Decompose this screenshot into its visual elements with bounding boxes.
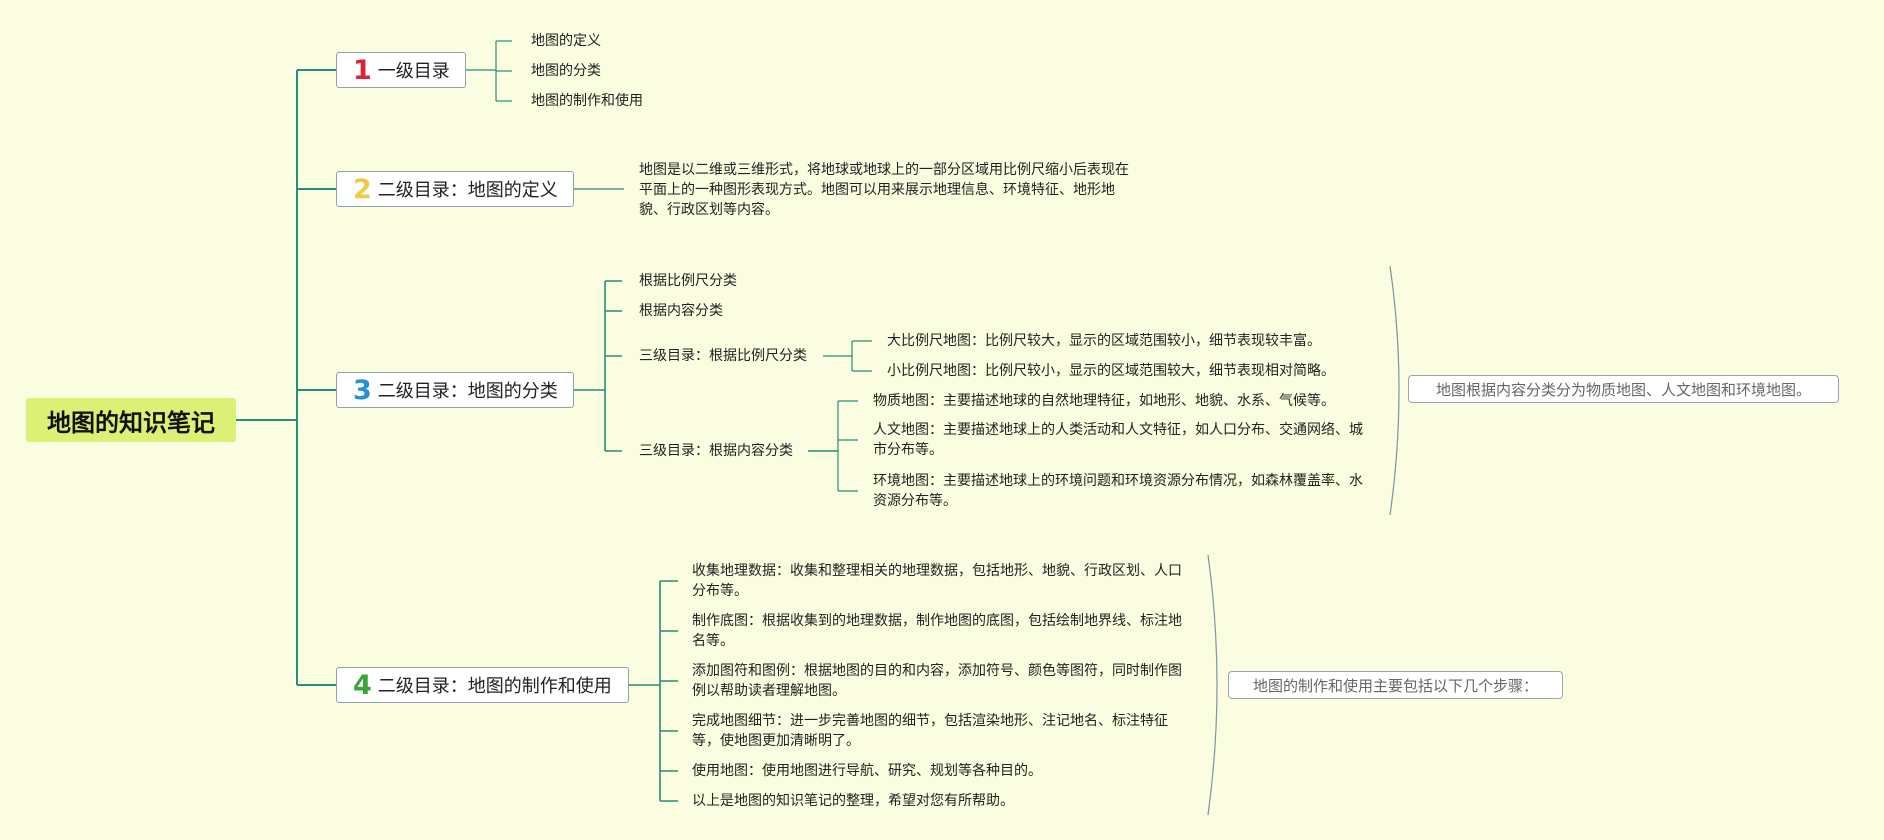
leaf-3-3[interactable]: 三级目录：根据比例尺分类 [639, 348, 807, 364]
leaf-4-2[interactable]: 制作底图：根据收集到的地理数据，制作地图的底图，包括绘制地界线、标注地名等。 [692, 613, 1182, 649]
leaf-3-4[interactable]: 三级目录：根据内容分类 [639, 443, 793, 459]
branch-1-number: 1 [353, 54, 372, 86]
branch-2-number: 2 [353, 173, 372, 205]
leaf-4-5[interactable]: 使用地图：使用地图进行导航、研究、规划等各种目的。 [692, 763, 1042, 779]
leaf-3-3-1[interactable]: 大比例尺地图：比例尺较大，显示的区域范围较小，细节表现较丰富。 [887, 333, 1321, 349]
leaf-3-3-2[interactable]: 小比例尺地图：比例尺较小，显示的区域范围较大，细节表现相对简略。 [887, 363, 1335, 379]
leaf-4-1[interactable]: 收集地理数据：收集和整理相关的地理数据，包括地形、地貌、行政区划、人口分布等。 [692, 563, 1182, 599]
leaf-3-1[interactable]: 根据比例尺分类 [639, 273, 737, 289]
leaf-3-4-3[interactable]: 环境地图：主要描述地球上的环境问题和环境资源分布情况，如森林覆盖率、水资源分布等… [873, 473, 1363, 509]
branch-3-label: 二级目录：地图的分类 [377, 381, 558, 402]
leaf-1-2[interactable]: 地图的分类 [531, 63, 601, 79]
summary-4[interactable]: 地图的制作和使用主要包括以下几个步骤： [1228, 671, 1563, 699]
leaf-3-2[interactable]: 根据内容分类 [639, 303, 723, 319]
leaf-4-6[interactable]: 以上是地图的知识笔记的整理，希望对您有所帮助。 [692, 793, 1014, 809]
leaf-1-1[interactable]: 地图的定义 [531, 33, 601, 49]
branch-3-number: 3 [353, 374, 372, 406]
leaf-4-3[interactable]: 添加图符和图例：根据地图的目的和内容，添加符号、颜色等图符，同时制作图例以帮助读… [692, 663, 1182, 699]
branch-4[interactable]: 4 二级目录：地图的制作和使用 [336, 667, 629, 703]
leaf-3-4-1[interactable]: 物质地图：主要描述地球的自然地理特征，如地形、地貌、水系、气候等。 [873, 393, 1335, 409]
root-topic[interactable]: 地图的知识笔记 [26, 398, 236, 442]
leaf-4-4[interactable]: 完成地图细节：进一步完善地图的细节，包括渲染地形、注记地名、标注特征等，使地图更… [692, 713, 1168, 749]
branch-1-label: 一级目录 [377, 61, 450, 82]
branch-2[interactable]: 2 二级目录：地图的定义 [336, 171, 574, 207]
branch-1[interactable]: 1 一级目录 [336, 52, 466, 88]
summary-4-brace [1207, 554, 1218, 816]
branch-4-label: 二级目录：地图的制作和使用 [377, 676, 612, 697]
leaf-2-definition[interactable]: 地图是以二维或三维形式，将地球或地球上的一部分区域用比例尺缩小后表现在平面上的一… [639, 162, 1129, 218]
summary-3[interactable]: 地图根据内容分类分为物质地图、人文地图和环境地图。 [1408, 375, 1839, 403]
branch-3[interactable]: 3 二级目录：地图的分类 [336, 372, 574, 408]
leaf-3-4-2[interactable]: 人文地图：主要描述地球上的人类活动和人文特征，如人口分布、交通网络、城市分布等。 [873, 422, 1363, 458]
leaf-1-3[interactable]: 地图的制作和使用 [531, 93, 643, 109]
summary-3-brace [1389, 265, 1400, 516]
branch-4-number: 4 [353, 669, 372, 701]
branch-2-label: 二级目录：地图的定义 [377, 180, 558, 201]
